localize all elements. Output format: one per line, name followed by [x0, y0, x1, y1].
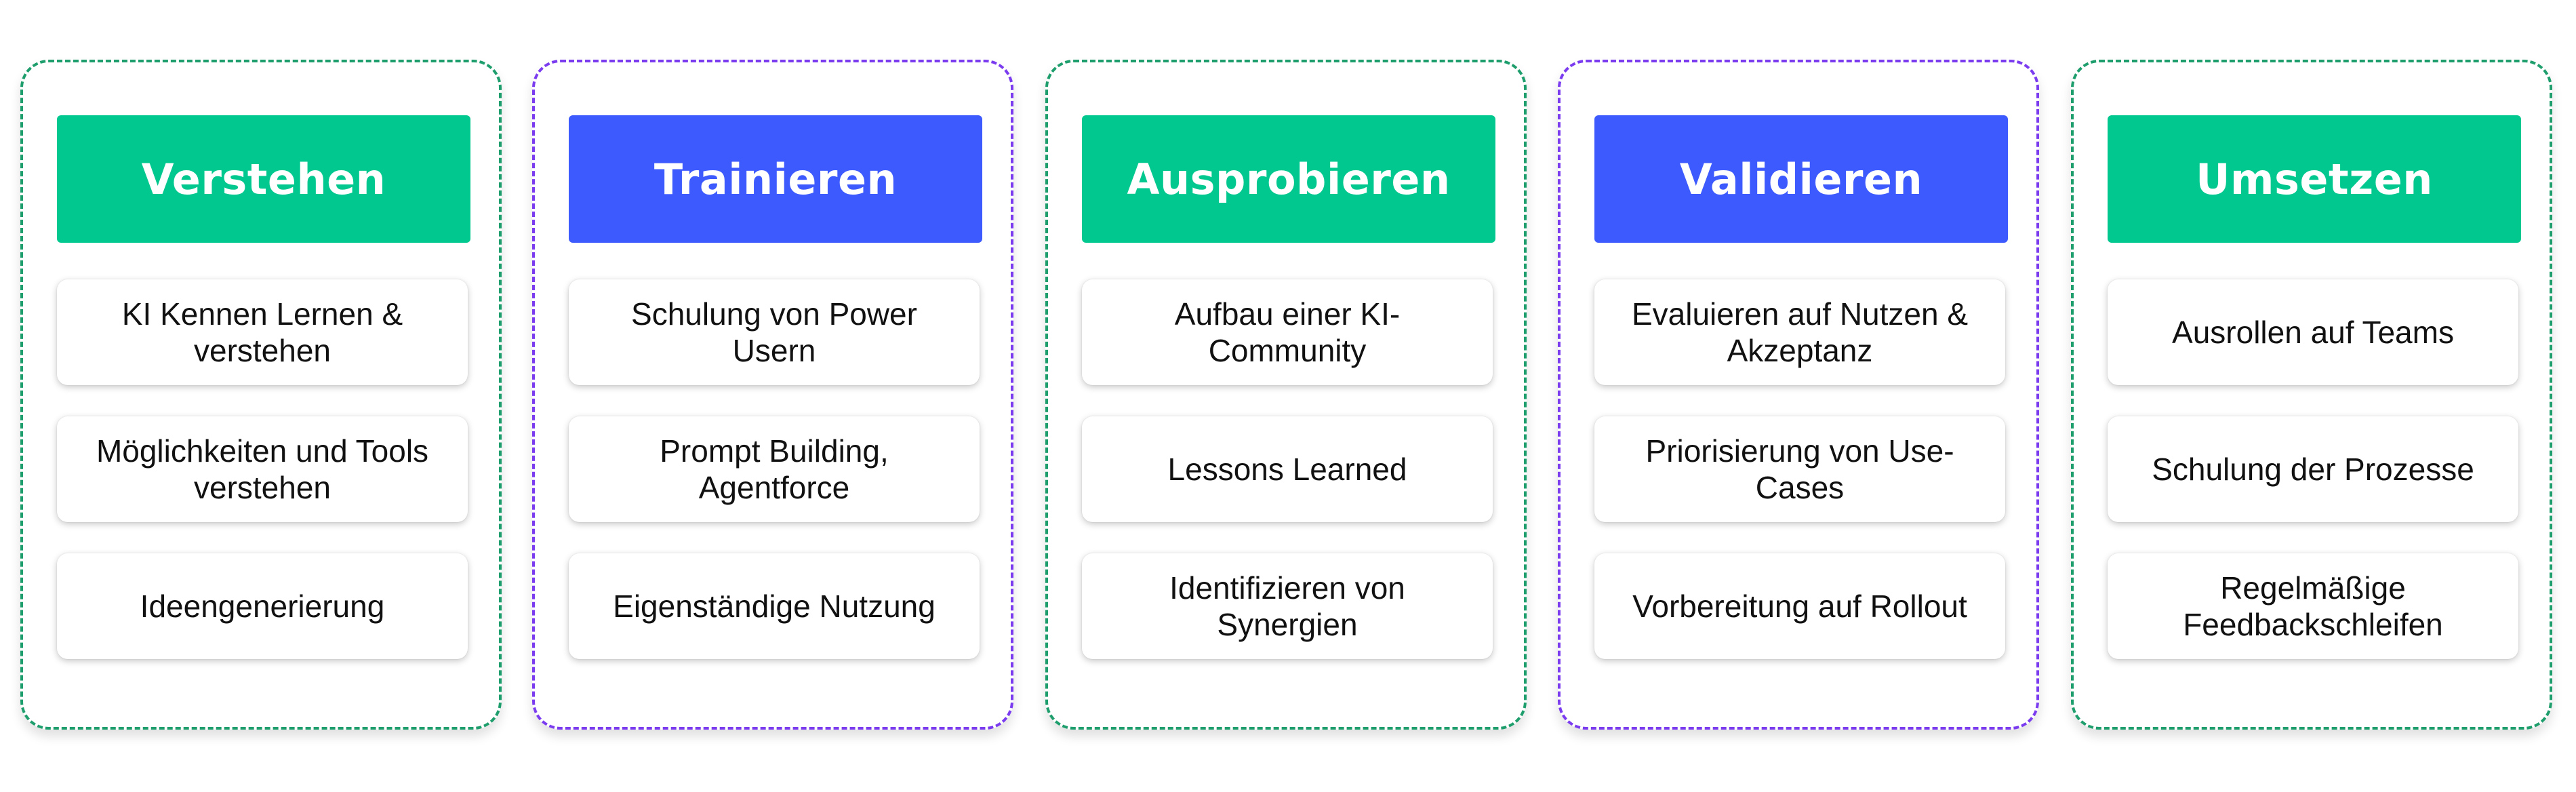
stage-column-verstehen: Verstehen KI Kennen Lernen & verstehen M…: [20, 60, 502, 730]
stage-column-umsetzen: Umsetzen Ausrollen auf Teams Schulung de…: [2071, 60, 2552, 730]
stage-item: Regelmäßige Feedbackschleifen: [2108, 553, 2518, 659]
stage-item: KI Kennen Lernen & verstehen: [57, 279, 468, 385]
stage-header: Umsetzen: [2108, 115, 2521, 243]
stage-item: Evaluieren auf Nutzen & Akzeptanz: [1594, 279, 2005, 385]
stage-column-trainieren: Trainieren Schulung von Power Usern Prom…: [532, 60, 1013, 730]
stage-header: Validieren: [1594, 115, 2008, 243]
stage-header: Verstehen: [57, 115, 470, 243]
stage-item: Ausrollen auf Teams: [2108, 279, 2518, 385]
stage-item: Möglichkeiten und Tools verstehen: [57, 416, 468, 522]
stage-item: Schulung der Prozesse: [2108, 416, 2518, 522]
stage-item: Priorisierung von Use-Cases: [1594, 416, 2005, 522]
stage-item: Vorbereitung auf Rollout: [1594, 553, 2005, 659]
stage-item: Schulung von Power Usern: [569, 279, 980, 385]
stage-item: Identifizieren von Synergien: [1082, 553, 1493, 659]
stage-item: Lessons Learned: [1082, 416, 1493, 522]
stage-column-ausprobieren: Ausprobieren Aufbau einer KI-Community L…: [1045, 60, 1527, 730]
stage-header: Trainieren: [569, 115, 982, 243]
stage-header: Ausprobieren: [1082, 115, 1495, 243]
stage-item: Ideengenerierung: [57, 553, 468, 659]
stage-item: Prompt Building, Agentforce: [569, 416, 980, 522]
stage-item: Eigenständige Nutzung: [569, 553, 980, 659]
stage-item: Aufbau einer KI-Community: [1082, 279, 1493, 385]
stage-column-validieren: Validieren Evaluieren auf Nutzen & Akzep…: [1558, 60, 2039, 730]
